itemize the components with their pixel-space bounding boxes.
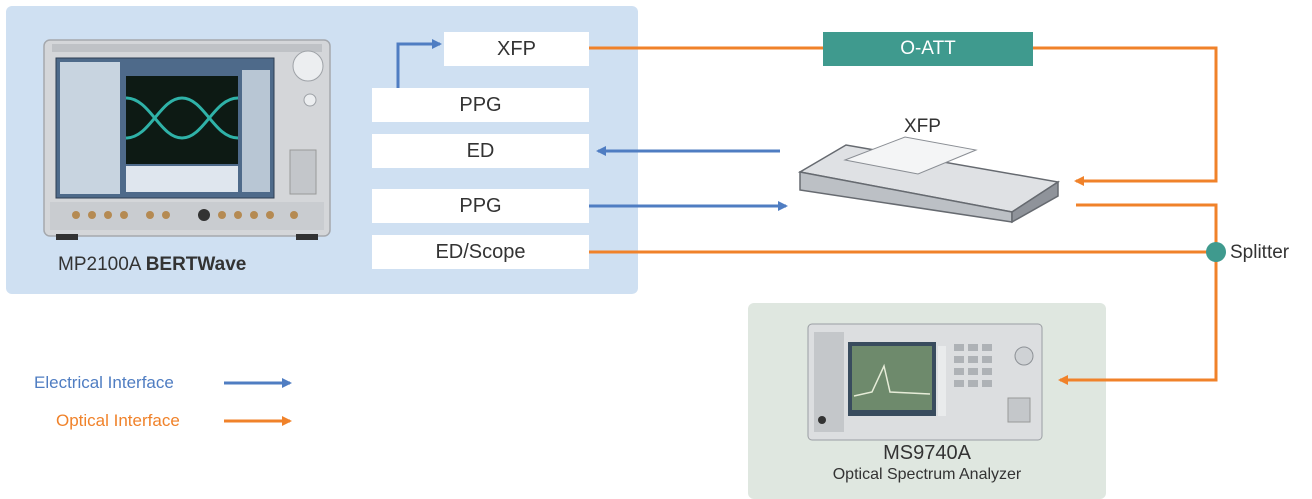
legend-electrical-label: Electrical Interface bbox=[34, 373, 174, 392]
bertwave-label: MP2100A BERTWave bbox=[58, 254, 246, 276]
splitter-label: Splitter bbox=[1230, 242, 1290, 263]
oatt-to-xfp-module-optical-line bbox=[1033, 46, 1218, 186]
port-ppg-top: PPG bbox=[372, 88, 589, 122]
splitter-node bbox=[1206, 242, 1226, 262]
ms9740a-instrument-image bbox=[807, 323, 1043, 441]
port-ed-scope: ED/Scope bbox=[372, 235, 589, 269]
port-ppg-bottom: PPG bbox=[372, 189, 589, 223]
xfp-module-label: XFP bbox=[904, 116, 941, 137]
port-xfp: XFP bbox=[444, 32, 589, 66]
bertwave-model: MP2100A bbox=[58, 254, 141, 275]
bertwave-name: BERTWave bbox=[145, 254, 247, 275]
ppg-to-xfp-electrical-line bbox=[396, 39, 442, 88]
xfp-module-image bbox=[797, 136, 1061, 224]
analyzer-model: MS9740A bbox=[883, 442, 971, 464]
legend-optical-label: Optical Interface bbox=[56, 411, 180, 430]
oatt-box: O-ATT bbox=[823, 32, 1033, 66]
port-ed: ED bbox=[372, 134, 589, 168]
bertwave-instrument-image bbox=[43, 39, 331, 240]
analyzer-description: Optical Spectrum Analyzer bbox=[832, 466, 1022, 483]
xfp-module-to-analyzer-optical-line bbox=[1058, 203, 1218, 385]
